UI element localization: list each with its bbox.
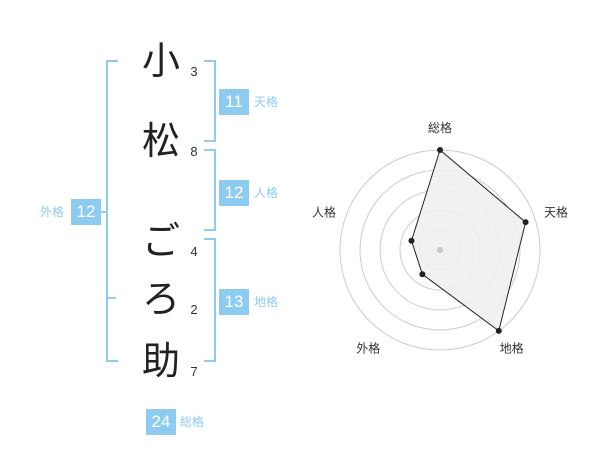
- tenkaku-value-badge: 11: [219, 89, 249, 115]
- soukaku-label: 総格: [180, 415, 205, 429]
- gaikaku-bracket-divider: [106, 297, 116, 299]
- stroke-count-1: 3: [190, 64, 198, 79]
- jinkaku-bracket: [204, 149, 216, 231]
- soukaku-value-badge: 24: [146, 409, 176, 435]
- gaikaku-label: 外格: [40, 205, 65, 219]
- radar-point-3: [419, 271, 426, 278]
- gaikaku-bracket: [106, 60, 118, 362]
- radar-axis-label-chikaku: 地格: [500, 341, 524, 356]
- radar-axis-label-soukaku: 総格: [428, 120, 452, 135]
- radar-axis-label-jinkaku: 人格: [312, 204, 336, 219]
- name-char-4: ろ: [141, 277, 180, 321]
- radar-data-polygon: [410, 149, 527, 332]
- gaikaku-value-badge: 12: [71, 199, 101, 225]
- radar-point-4: [408, 237, 415, 244]
- radar-points: [408, 147, 529, 334]
- radar-axis-label-tenkaku: 天格: [544, 204, 568, 219]
- chikaku-label: 地格: [254, 295, 279, 309]
- name-char-5: 助: [141, 339, 180, 383]
- stroke-count-4: 2: [190, 302, 198, 317]
- radar-center-dot: [437, 247, 443, 253]
- name-char-2: 松: [141, 119, 180, 163]
- chikaku-bracket: [204, 238, 216, 362]
- stroke-count-3: 4: [190, 244, 198, 259]
- radar-point-1: [522, 219, 529, 226]
- tenkaku-label: 天格: [254, 95, 279, 109]
- name-char-1: 小: [141, 39, 180, 83]
- radar-point-2: [495, 327, 502, 334]
- stroke-count-2: 8: [190, 144, 198, 159]
- jinkaku-label: 人格: [254, 186, 279, 200]
- radar-axis-label-gaikaku: 外格: [356, 341, 380, 356]
- stroke-count-5: 7: [190, 364, 198, 379]
- tenkaku-bracket: [204, 60, 216, 142]
- jinkaku-value-badge: 12: [219, 180, 249, 206]
- name-char-3: ご: [141, 219, 180, 263]
- radar-point-0: [437, 147, 443, 153]
- chikaku-value-badge: 13: [219, 289, 249, 315]
